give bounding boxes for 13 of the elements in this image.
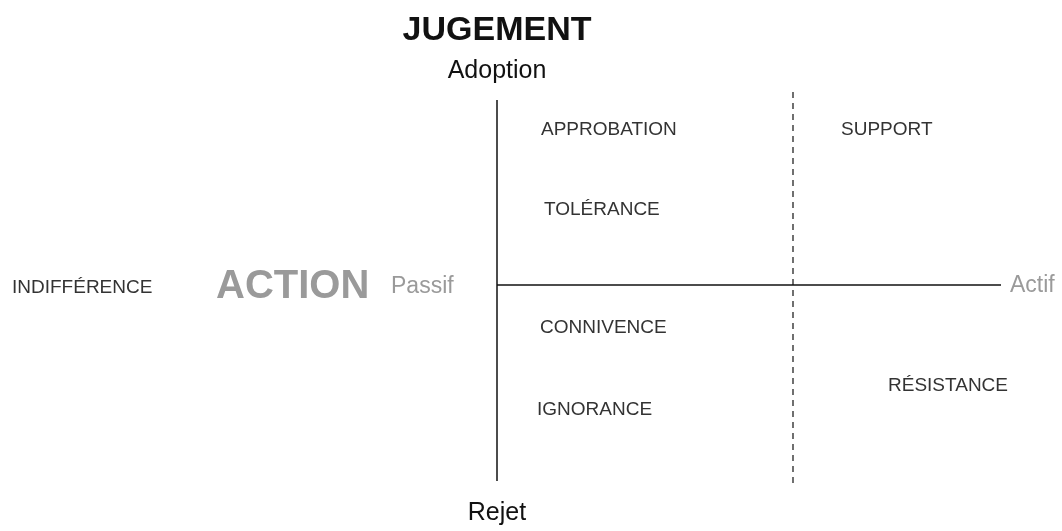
quadrant-label: IGNORANCE <box>537 397 653 421</box>
axis-title: ACTION <box>216 261 370 308</box>
quadrant-label: SUPPORT <box>841 117 933 141</box>
quadrant-label: APPROBATION <box>541 117 677 141</box>
axis-label: Actif <box>1010 269 1055 299</box>
quadrant-label: CONNIVENCE <box>540 315 667 339</box>
quadrant-label: RÉSISTANCE <box>888 373 1008 397</box>
quadrant-label: TOLÉRANCE <box>544 197 660 221</box>
axis-title: JUGEMENT <box>402 11 592 45</box>
axis-label: Adoption <box>447 54 547 86</box>
axis-label: Rejet <box>467 496 527 528</box>
axis-label: Passif <box>391 270 454 300</box>
quadrant-label: INDIFFÉRENCE <box>12 275 153 299</box>
